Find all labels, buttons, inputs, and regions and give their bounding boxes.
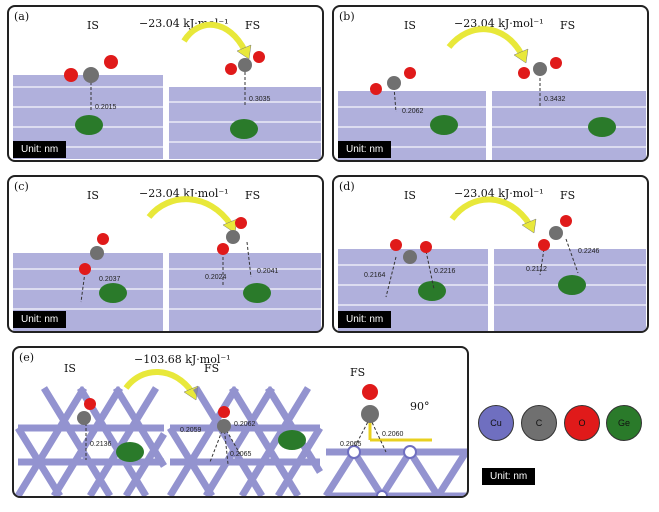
panel-b-structures: 0.2062 0.3432 bbox=[338, 26, 646, 160]
fs-label: FS bbox=[560, 189, 576, 202]
distance-label: 0.2060 bbox=[382, 431, 404, 438]
legend-cu-label: Cu bbox=[490, 418, 502, 428]
fs-side-label: FS bbox=[350, 366, 366, 379]
panel-b: (b) IS −23.04 kJ·mol⁻¹ FS 0.2062 0.3432 … bbox=[332, 5, 649, 162]
panel-label: (c) bbox=[14, 180, 29, 193]
panel-label: (b) bbox=[339, 10, 355, 23]
reaction-arrow bbox=[446, 26, 525, 57]
energy-label: −103.68 kJ·mol⁻¹ bbox=[134, 353, 231, 366]
unit-label: Unit: nm bbox=[338, 311, 392, 328]
unit-label: Unit: nm bbox=[13, 141, 67, 158]
distance-label: 0.3432 bbox=[544, 96, 566, 103]
is-label: IS bbox=[87, 19, 99, 32]
is-label: IS bbox=[404, 189, 416, 202]
distance-label: 0.2015 bbox=[95, 104, 117, 111]
distance-label: 0.2164 bbox=[364, 272, 386, 279]
distance-label: 0.2037 bbox=[99, 276, 121, 283]
angle-label: 90° bbox=[410, 400, 430, 413]
legend-cu: Cu bbox=[478, 405, 514, 441]
fs-label: FS bbox=[245, 19, 261, 32]
distance-label: 0.2059 bbox=[180, 427, 202, 434]
panel-c-structures: 0.2037 0.2024 0.2041 bbox=[13, 196, 321, 331]
is-label: IS bbox=[87, 189, 99, 202]
distance-label: 0.2062 bbox=[234, 421, 256, 428]
reaction-arrow bbox=[123, 369, 195, 394]
unit-label: Unit: nm bbox=[13, 311, 67, 328]
distance-label: 0.2112 bbox=[526, 266, 547, 273]
legend-ge: Ge bbox=[606, 405, 642, 441]
legend-c: C bbox=[521, 405, 557, 441]
is-label: IS bbox=[64, 362, 76, 375]
panel-c: (c) IS −23.04 kJ·mol⁻¹ FS 0.2037 0.2024 … bbox=[7, 175, 324, 333]
energy-label: −23.04 kJ·mol⁻¹ bbox=[454, 187, 544, 200]
panel-label: (d) bbox=[339, 180, 355, 193]
panel-d-structures: 0.2164 0.2216 0.2112 0.2246 bbox=[338, 196, 646, 331]
legend-unit-label: Unit: nm bbox=[482, 468, 536, 485]
panel-label: (a) bbox=[14, 10, 30, 23]
panel-label: (e) bbox=[19, 351, 35, 364]
fs-label: FS bbox=[560, 19, 576, 32]
fs-label: FS bbox=[245, 189, 261, 202]
panel-e-structures: 0.2136 0.2059 0.2062 0.2065 0.2065 0.206… bbox=[15, 369, 467, 496]
distance-label: 0.2246 bbox=[578, 248, 600, 255]
legend-ge-label: Ge bbox=[617, 418, 630, 428]
distance-label: 0.2024 bbox=[205, 274, 227, 281]
unit-label: Unit: nm bbox=[338, 141, 392, 158]
panel-d: (d) IS −23.04 kJ·mol⁻¹ FS 0.2164 0.2216 … bbox=[332, 175, 649, 333]
panel-a: (a) IS −23.04 kJ·mol⁻¹ FS 0.2015 0.3035 … bbox=[7, 5, 324, 162]
reaction-arrow bbox=[449, 196, 533, 227]
legend-c-label: C bbox=[535, 418, 543, 428]
distance-label: 0.2062 bbox=[402, 108, 424, 115]
energy-label: −23.04 kJ·mol⁻¹ bbox=[139, 187, 229, 200]
distance-label: 0.3035 bbox=[249, 96, 271, 103]
distance-label: 0.2136 bbox=[90, 441, 112, 448]
panel-a-structures: 0.2015 0.3035 bbox=[13, 21, 321, 159]
distance-label: 0.2041 bbox=[257, 268, 279, 275]
fs-label: FS bbox=[204, 362, 220, 375]
distance-label: 0.2065 bbox=[340, 441, 362, 448]
reaction-arrow bbox=[181, 21, 248, 53]
reaction-arrow bbox=[146, 196, 234, 227]
distance-label: 0.2216 bbox=[434, 268, 456, 275]
legend-o: O bbox=[564, 405, 600, 441]
legend-o-label: O bbox=[578, 418, 586, 428]
panel-e: (e) IS −103.68 kJ·mol⁻¹ FS FS 90° 0.2136… bbox=[12, 346, 469, 498]
distance-label: 0.2065 bbox=[230, 451, 252, 458]
is-label: IS bbox=[404, 19, 416, 32]
